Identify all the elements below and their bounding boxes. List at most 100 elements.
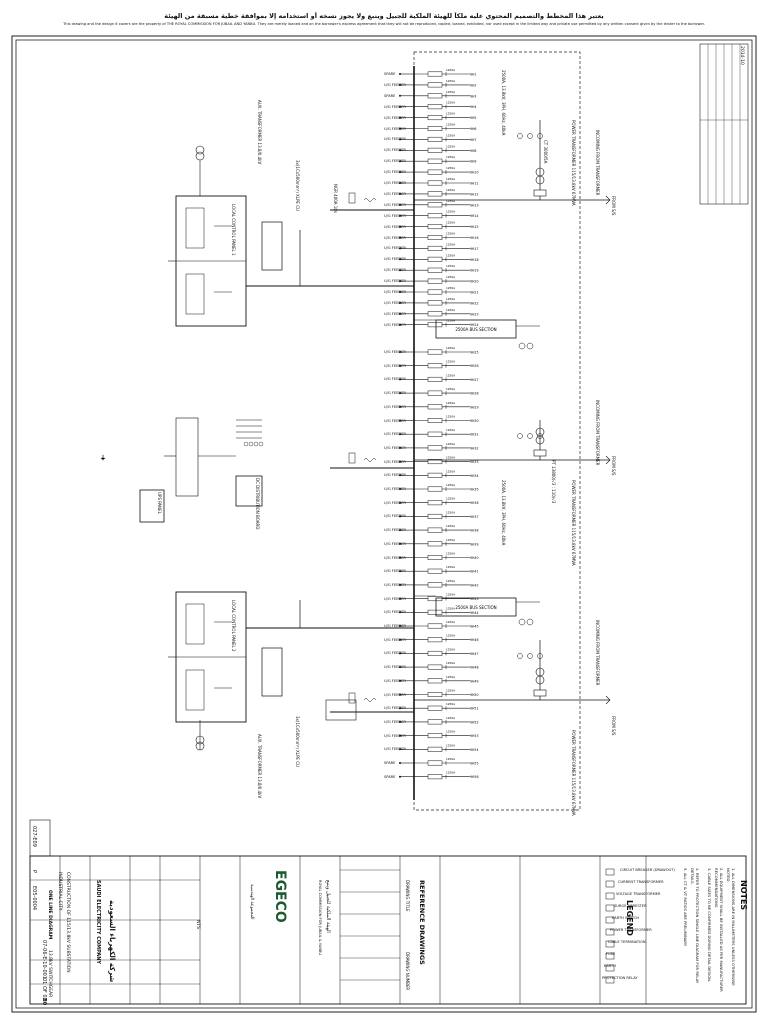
legend-symbol xyxy=(605,880,615,888)
legend-item: CABLE TERMINATION xyxy=(608,940,646,944)
feeder-id: 9H52 xyxy=(470,720,478,724)
feeder-breaker xyxy=(427,623,443,629)
feeder-breaker xyxy=(427,418,443,423)
feeder-label: U/G FEEDER xyxy=(384,213,406,218)
panel-device xyxy=(185,273,205,315)
feeder-breaker xyxy=(427,169,443,175)
feeder-breaker xyxy=(427,158,443,164)
feeder-rating: 1250A xyxy=(446,133,455,137)
feeder-rating: 1250A xyxy=(446,469,455,473)
feeder-rating: 1250A xyxy=(446,415,455,419)
ngr-frame xyxy=(325,699,357,721)
feeder-rating: 1250A xyxy=(446,552,455,556)
feeder-id: 9H29 xyxy=(470,405,478,409)
feeder-rating: 1250A xyxy=(446,634,455,638)
consultant-logo: EGECO xyxy=(272,870,288,923)
feeder-terminal xyxy=(399,707,401,710)
feeder-id: 9H45 xyxy=(470,625,478,629)
feeder-breaker xyxy=(427,289,443,295)
feeder-id: 9H30 xyxy=(470,419,478,423)
panel-device xyxy=(185,669,205,711)
feeder-id: 9H3 xyxy=(470,94,476,98)
feeder-id: 9H54 xyxy=(470,748,478,752)
feeder-label: U/G FEEDER xyxy=(384,719,406,724)
from-ss-3: FROM S/S xyxy=(611,716,616,736)
feeder-breaker xyxy=(427,472,443,478)
feeder-terminal xyxy=(399,720,401,723)
incomer-pt xyxy=(527,433,533,439)
feeder-id: 9H8 xyxy=(470,149,476,153)
feeder-id: 9H35 xyxy=(470,488,478,492)
aux-tx-coil xyxy=(195,145,205,155)
feeder-label: U/G FEEDER xyxy=(384,569,406,574)
feeder-label: U/G FEEDER xyxy=(384,170,406,175)
feeder-id: 9H18 xyxy=(470,258,478,262)
feeder-rating: 1250A xyxy=(446,210,455,214)
feeder-rating: 1250A xyxy=(446,373,455,377)
feeder-label: SPARE xyxy=(384,72,396,76)
feeder-breaker xyxy=(427,582,443,588)
feeder-label: U/G FEEDER xyxy=(384,610,406,615)
feeder-breaker xyxy=(427,311,443,317)
feeder-id: 9H23 xyxy=(470,312,478,316)
feeder-breaker xyxy=(427,224,443,230)
feeder-label: U/G FEEDER xyxy=(384,159,406,164)
legend-item: CURRENT TRANSFORMER xyxy=(618,880,664,884)
feeder-terminal xyxy=(399,611,401,614)
feeder-terminal xyxy=(399,94,401,97)
feeder-id: 9H17 xyxy=(470,247,478,251)
feeder-id: 9H13 xyxy=(470,203,478,207)
cable-label-bottom: 3x(1Cx500mm²) XLPE CU xyxy=(295,716,300,767)
feeder-id: 9H39 xyxy=(470,542,478,546)
feeder-rating: 1250A xyxy=(446,346,455,350)
feeder-label: U/G FEEDER xyxy=(384,363,406,368)
feeder-label: U/G FEEDER xyxy=(384,637,406,642)
feeder-breaker xyxy=(427,774,443,780)
feeder-id: 9H27 xyxy=(470,378,478,382)
dc-label: DC DISTRIBUTION BOARD xyxy=(255,478,260,530)
drawing-sub: 13.8kV SWITCHGEAR xyxy=(47,950,52,998)
feeder-rating: 1250A xyxy=(446,606,455,610)
from-ss-2: FROM S/S xyxy=(611,456,616,476)
feeder-rating: 1250A xyxy=(446,188,455,192)
feeder-terminal xyxy=(399,323,401,326)
feeder-id: 9H46 xyxy=(470,638,478,642)
ups-panel xyxy=(139,489,165,523)
feeder-terminal xyxy=(399,419,401,422)
feeder-rating: 1250A xyxy=(446,387,455,391)
feeder-breaker xyxy=(427,637,443,643)
arabic-notice: يعتبر هذا المخطط والتصميم المحتوي عليه م… xyxy=(164,12,604,20)
feeder-label: U/G FEEDER xyxy=(384,126,406,131)
incomer-pt xyxy=(517,653,523,659)
reference-title: REFERENCE DRAWINGS xyxy=(418,880,426,965)
feeder-breaker xyxy=(427,513,443,519)
incomer-breaker xyxy=(533,449,547,457)
ct-label: CT 3000/5A xyxy=(543,140,548,164)
feeder-label: U/G FEEDER xyxy=(384,82,406,87)
feeder-terminal xyxy=(399,666,401,669)
feeder-label: U/G FEEDER xyxy=(384,202,406,207)
feeder-breaker xyxy=(427,404,443,410)
feeder-breaker xyxy=(427,527,443,533)
feeder-id: 9H24 xyxy=(470,323,478,327)
panel-top-label: LOCAL CONTROL PANEL 1 xyxy=(231,204,236,256)
incomer-arrow xyxy=(605,195,611,205)
incoming-label-2: INCOMING FROM TRANSFORMER xyxy=(595,400,600,466)
feeder-breaker xyxy=(427,431,443,437)
feeder-breaker xyxy=(427,555,443,560)
incomer-pt xyxy=(537,433,543,439)
feeder-rating: 1250A xyxy=(446,510,455,514)
feeder-terminal xyxy=(399,236,401,239)
feeder-id: 9H42 xyxy=(470,583,478,587)
incomer-pt xyxy=(537,653,543,659)
feeder-label: U/G FEEDER xyxy=(384,678,406,683)
feeder-rating: 1250A xyxy=(446,675,455,679)
feeder-rating: 1250A xyxy=(446,428,455,432)
feeder-rating: 1250A xyxy=(446,286,455,290)
feeder-rating: 1250A xyxy=(446,456,455,460)
feeder-rating: 1250A xyxy=(446,90,455,94)
feeder-breaker xyxy=(427,568,443,574)
feeder-terminal xyxy=(399,149,401,152)
feeder-rating: 1250A xyxy=(446,442,455,446)
feeder-rating: 1250A xyxy=(446,689,455,693)
